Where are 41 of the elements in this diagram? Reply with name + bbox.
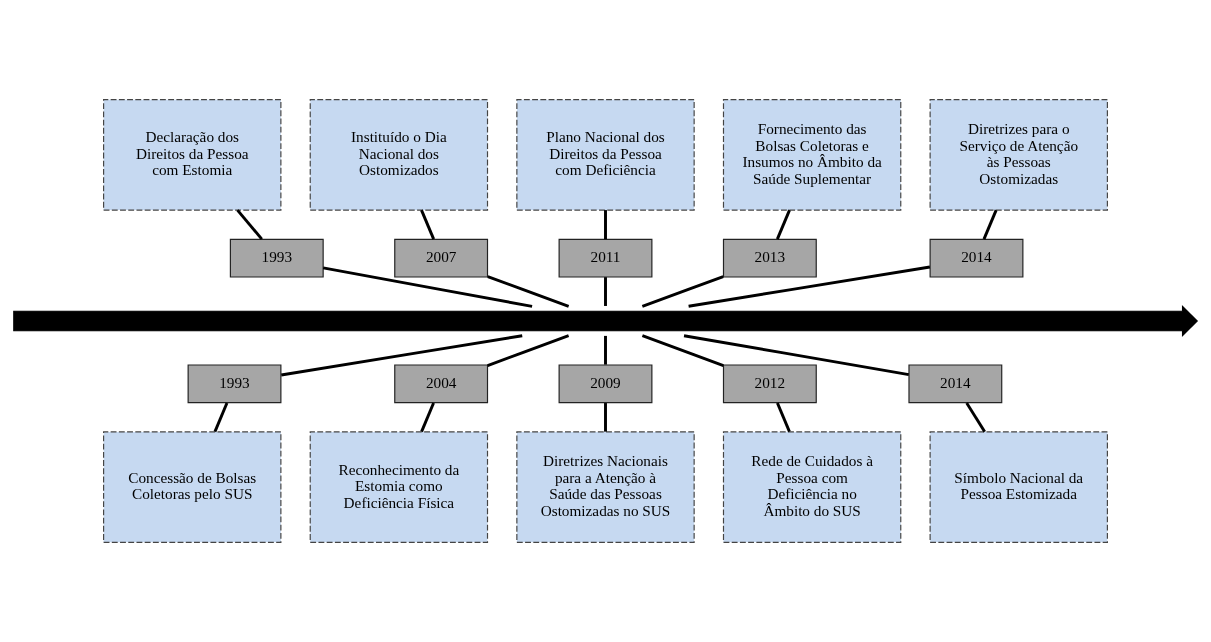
connector	[420, 402, 435, 433]
connector	[604, 403, 607, 432]
connector	[213, 402, 229, 433]
node-box: Declaração dos Direitos da Pessoa com Estomia	[103, 99, 282, 211]
node-box: Diretrizes Nacionais para a Atenção à Saúde das Pessoas Ostomizadas no SUS	[516, 431, 695, 543]
node-box: Plano Nacional dos Direitos da Pessoa com Deficiência	[516, 99, 695, 211]
connector	[604, 277, 607, 306]
connector	[982, 209, 998, 240]
connector	[776, 402, 791, 433]
node-box: 2014	[908, 364, 1003, 404]
node-box: Diretrizes para o Serviço de Atenção às Pessoas Ostomizadas	[929, 99, 1108, 211]
connector	[420, 209, 435, 240]
node-box: 2012	[722, 364, 817, 404]
connector	[604, 335, 607, 365]
connector	[683, 334, 909, 377]
node-box: 1993	[229, 238, 324, 278]
connector	[322, 266, 533, 308]
node-box: 2009	[558, 364, 653, 404]
connector	[965, 402, 986, 433]
connector	[641, 334, 724, 367]
connector	[281, 334, 523, 377]
node-box: 1993	[187, 364, 282, 404]
node-box: Símbolo Nacional da Pessoa Estomizada	[929, 431, 1108, 543]
connector	[776, 209, 791, 240]
connector	[487, 334, 570, 367]
node-box: Rede de Cuidados à Pessoa com Deficiência no Âmbito do SUS	[722, 431, 902, 543]
node-box: Concessão de Bolsas Coletoras pelo SUS	[103, 431, 282, 543]
node-box: Reconhecimento da Estomia como Deficiência Física	[309, 431, 489, 543]
node-box: 2014	[929, 238, 1024, 278]
node-box: 2007	[394, 238, 489, 278]
connector	[604, 210, 607, 240]
node-box: 2011	[558, 238, 653, 278]
connector	[487, 275, 570, 308]
node-box: 2013	[722, 238, 817, 278]
connector	[688, 265, 931, 308]
node-box: Instituído o Dia Nacional dos Ostomizados	[309, 99, 489, 211]
connector	[236, 209, 263, 241]
connector	[641, 275, 724, 308]
node-box: 2004	[394, 364, 489, 404]
node-arrow	[13, 304, 1199, 338]
node-box: Fornecimento das Bolsas Coletoras e Insumos no Âmbito da Saúde Suplementar	[722, 99, 902, 211]
